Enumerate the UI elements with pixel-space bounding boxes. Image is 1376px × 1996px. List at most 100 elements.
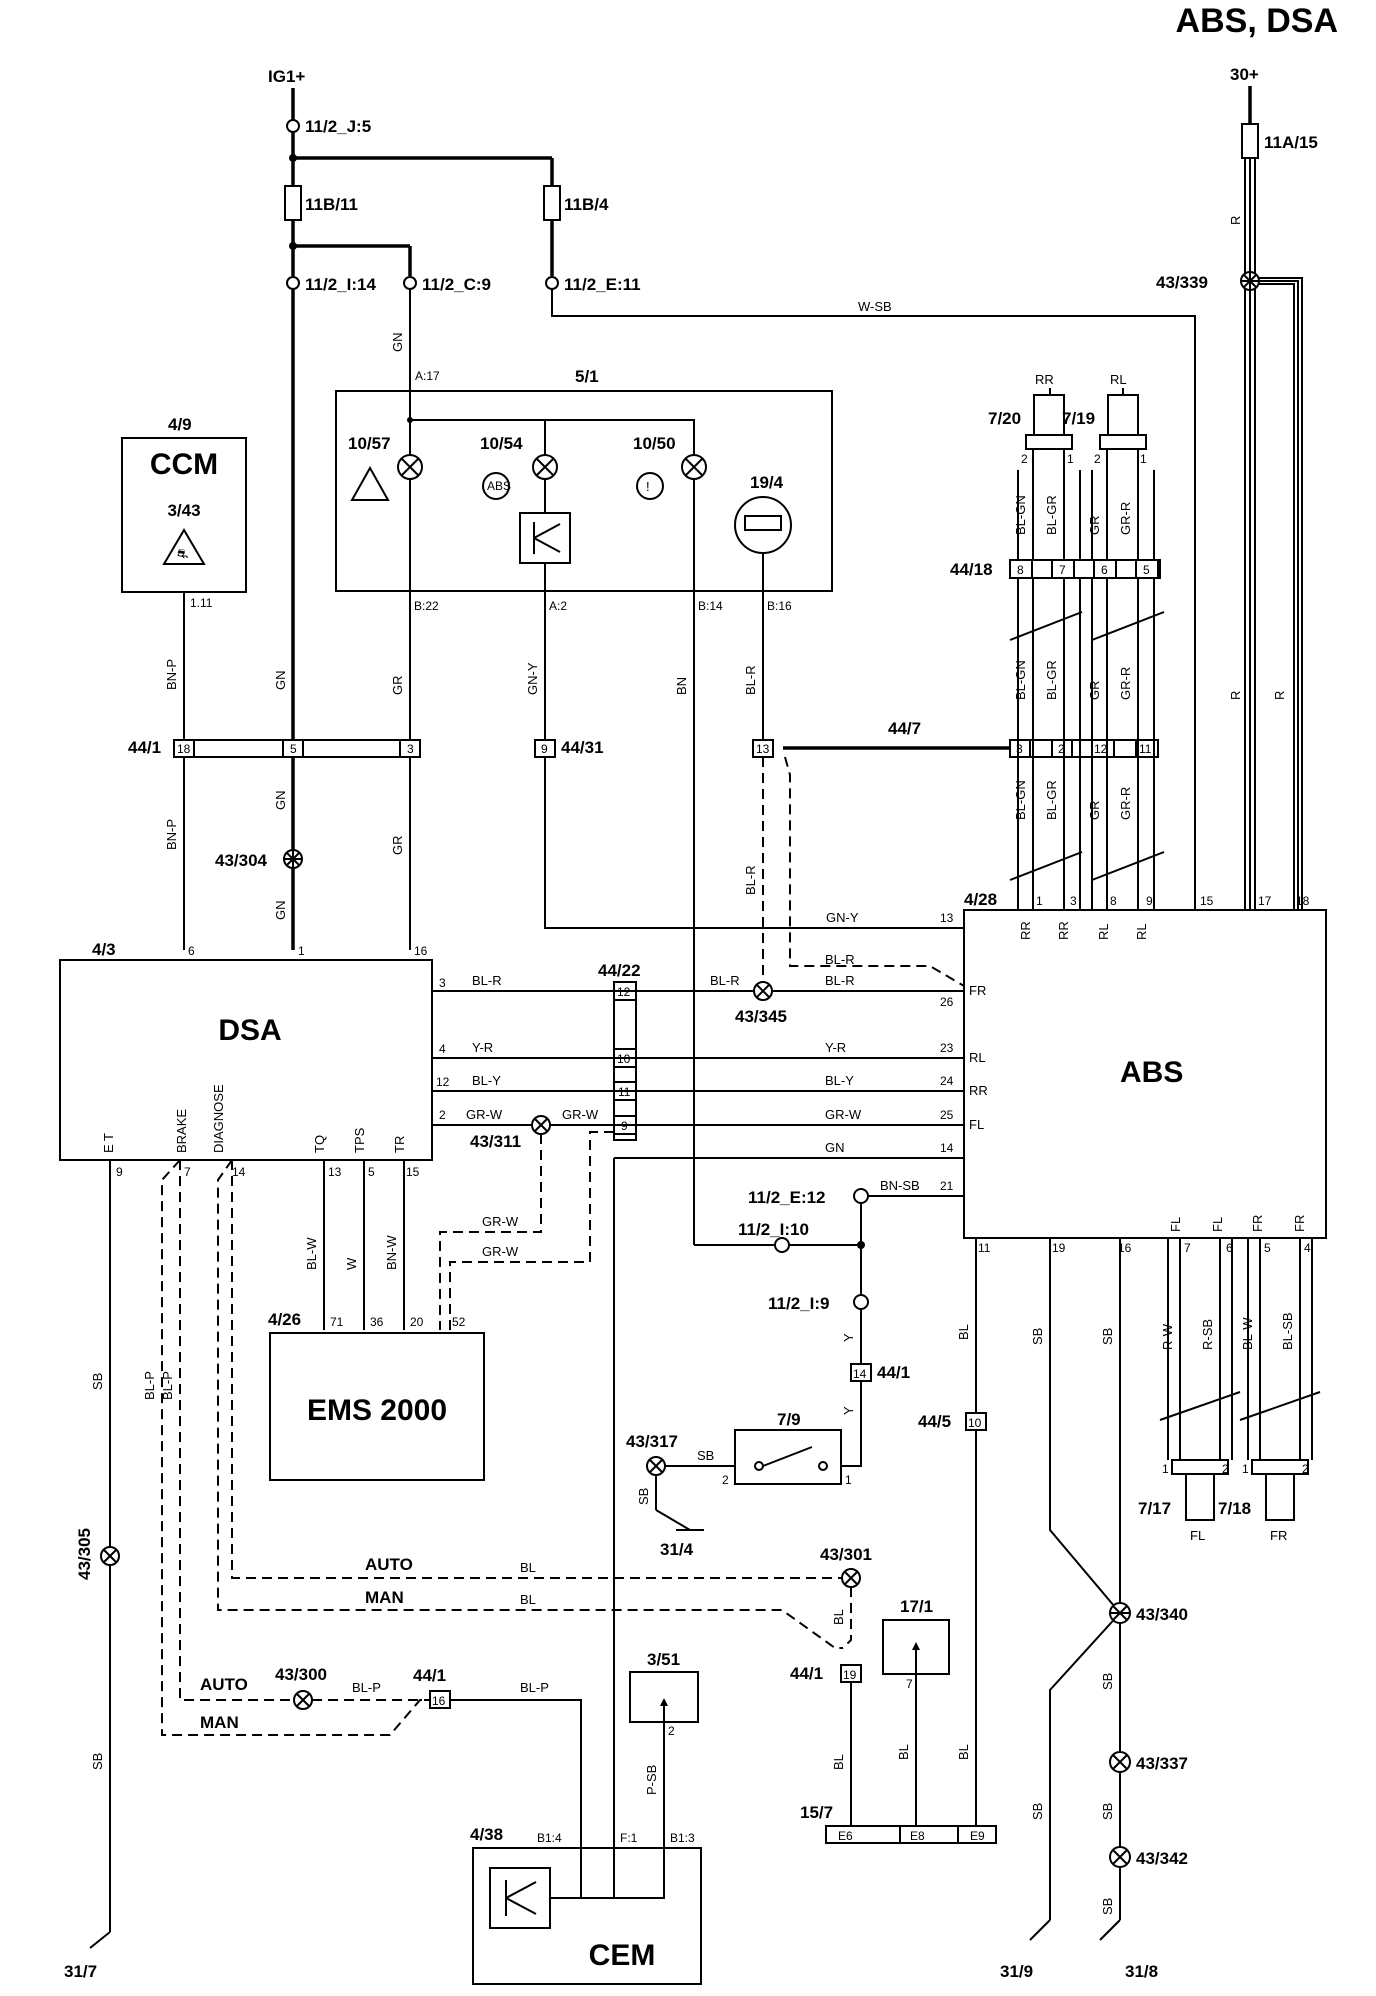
- ground-43-337: [1109, 1751, 1131, 1773]
- ground-43-311: [531, 1115, 551, 1135]
- svg-text:TQ: TQ: [312, 1135, 327, 1153]
- svg-text:SB: SB: [636, 1488, 651, 1505]
- svg-text:24: 24: [940, 1074, 954, 1088]
- svg-text:B1:4: B1:4: [537, 1831, 562, 1845]
- svg-text:GN: GN: [273, 791, 288, 811]
- svg-text:RR: RR: [1018, 921, 1033, 940]
- sensor-rl: [1107, 394, 1139, 436]
- svg-text:GR-R: GR-R: [1118, 502, 1133, 535]
- svg-text:BL-Y: BL-Y: [825, 1073, 854, 1088]
- svg-text:BL-GN: BL-GN: [1013, 495, 1028, 535]
- ground-43-317: [646, 1456, 666, 1476]
- svg-text:12: 12: [436, 1075, 450, 1089]
- svg-text:W-SB: W-SB: [858, 299, 892, 314]
- svg-text:CCM: CCM: [150, 448, 218, 481]
- splice-11-2-j5: [286, 119, 300, 133]
- svg-text:FL: FL: [1190, 1528, 1205, 1543]
- svg-text:E T: E T: [101, 1133, 116, 1153]
- svg-text:BL-GR: BL-GR: [1044, 495, 1059, 535]
- svg-text:SB: SB: [1100, 1803, 1115, 1820]
- svg-text:44/7: 44/7: [888, 719, 921, 738]
- svg-text:16: 16: [432, 1694, 446, 1708]
- svg-text:AUTO: AUTO: [365, 1555, 413, 1574]
- svg-text:FL: FL: [1168, 1217, 1183, 1232]
- svg-text:GR: GR: [1087, 681, 1102, 701]
- label-44-1: 44/1: [128, 738, 161, 757]
- dsa-title: DSA: [218, 1014, 281, 1047]
- svg-text:ABS: ABS: [487, 479, 511, 493]
- svg-text:SB: SB: [90, 1753, 105, 1770]
- connector-15-7: [825, 1825, 997, 1844]
- svg-text:4/26: 4/26: [268, 1310, 301, 1329]
- svg-text:GR-R: GR-R: [1118, 667, 1133, 700]
- abs-title: ABS: [1120, 1056, 1183, 1089]
- svg-text:7/17: 7/17: [1138, 1499, 1171, 1518]
- svg-text:43/304: 43/304: [215, 851, 268, 870]
- svg-text:1: 1: [298, 944, 305, 958]
- svg-text:GR-W: GR-W: [482, 1214, 519, 1229]
- svg-text:43/345: 43/345: [735, 1007, 787, 1026]
- svg-text:25: 25: [940, 1108, 954, 1122]
- svg-text:31/4: 31/4: [660, 1540, 694, 1559]
- svg-text:9: 9: [541, 742, 548, 756]
- svg-text:15: 15: [1200, 894, 1214, 908]
- svg-text:A:17: A:17: [415, 369, 440, 383]
- ground-43-300: [293, 1690, 313, 1710]
- svg-text:31/8: 31/8: [1125, 1962, 1158, 1981]
- svg-text:RR: RR: [1056, 921, 1071, 940]
- abs-icon: ABS: [482, 472, 511, 500]
- svg-text:3: 3: [1070, 894, 1077, 908]
- svg-text:26: 26: [940, 995, 954, 1009]
- svg-text:GR: GR: [390, 676, 405, 696]
- svg-text:BN-P: BN-P: [164, 659, 179, 690]
- svg-text:Y: Y: [841, 1333, 856, 1342]
- svg-text:BL-SB: BL-SB: [1280, 1312, 1295, 1350]
- svg-text:3: 3: [439, 976, 446, 990]
- svg-text:GR-W: GR-W: [825, 1107, 862, 1122]
- ground-43-305: [100, 1546, 120, 1566]
- svg-text:43/311: 43/311: [470, 1132, 521, 1151]
- svg-text:44/18: 44/18: [950, 560, 993, 579]
- svg-text:44/1: 44/1: [877, 1363, 910, 1382]
- supply-ig1: IG1+: [268, 67, 305, 86]
- svg-text:E8: E8: [910, 1829, 925, 1843]
- svg-text:BL-R: BL-R: [825, 973, 855, 988]
- svg-text:BN: BN: [674, 677, 689, 695]
- svg-text:1: 1: [1162, 1462, 1169, 1476]
- svg-text:BL-R: BL-R: [743, 665, 758, 695]
- supply-30: 30+: [1230, 65, 1259, 84]
- svg-text:10: 10: [968, 1416, 982, 1430]
- transistor-icon: [519, 512, 571, 564]
- svg-text:10/57: 10/57: [348, 434, 391, 453]
- ground-43-345: [753, 981, 773, 1001]
- svg-text:BN-P: BN-P: [164, 819, 179, 850]
- svg-text:MAN: MAN: [365, 1588, 404, 1607]
- svg-text:BL-W: BL-W: [304, 1237, 319, 1270]
- svg-text:B:14: B:14: [698, 599, 723, 613]
- label-11-2-j5: 11/2_J:5: [305, 117, 371, 136]
- svg-text:SB: SB: [1030, 1328, 1045, 1345]
- svg-text:B:16: B:16: [767, 599, 792, 613]
- svg-text:5: 5: [1264, 1241, 1271, 1255]
- svg-text:1: 1: [1036, 894, 1043, 908]
- label-11-2-c9: 11/2_C:9: [422, 275, 491, 294]
- svg-text:7/9: 7/9: [777, 1410, 801, 1429]
- svg-text:36: 36: [370, 1315, 384, 1329]
- svg-text:BL-GN: BL-GN: [1013, 780, 1028, 820]
- svg-text:R: R: [1272, 691, 1287, 700]
- svg-text:3/43: 3/43: [167, 501, 200, 520]
- svg-text:16: 16: [414, 944, 428, 958]
- svg-text:5: 5: [1143, 563, 1150, 577]
- ground-43-340: [1109, 1602, 1131, 1624]
- sensor-fr: [1265, 1473, 1295, 1521]
- svg-text:RL: RL: [969, 1050, 986, 1065]
- svg-text:RL: RL: [1096, 923, 1111, 940]
- svg-text:⛐: ⛐: [177, 546, 188, 561]
- svg-text:2: 2: [439, 1108, 446, 1122]
- ems-2000-module: [269, 1332, 485, 1481]
- svg-text:BL-R: BL-R: [743, 865, 758, 895]
- svg-text:19: 19: [843, 1668, 857, 1682]
- cem-transistor-icon: [489, 1867, 551, 1929]
- svg-text:BL-Y: BL-Y: [472, 1073, 501, 1088]
- label-5-1: 5/1: [575, 367, 599, 386]
